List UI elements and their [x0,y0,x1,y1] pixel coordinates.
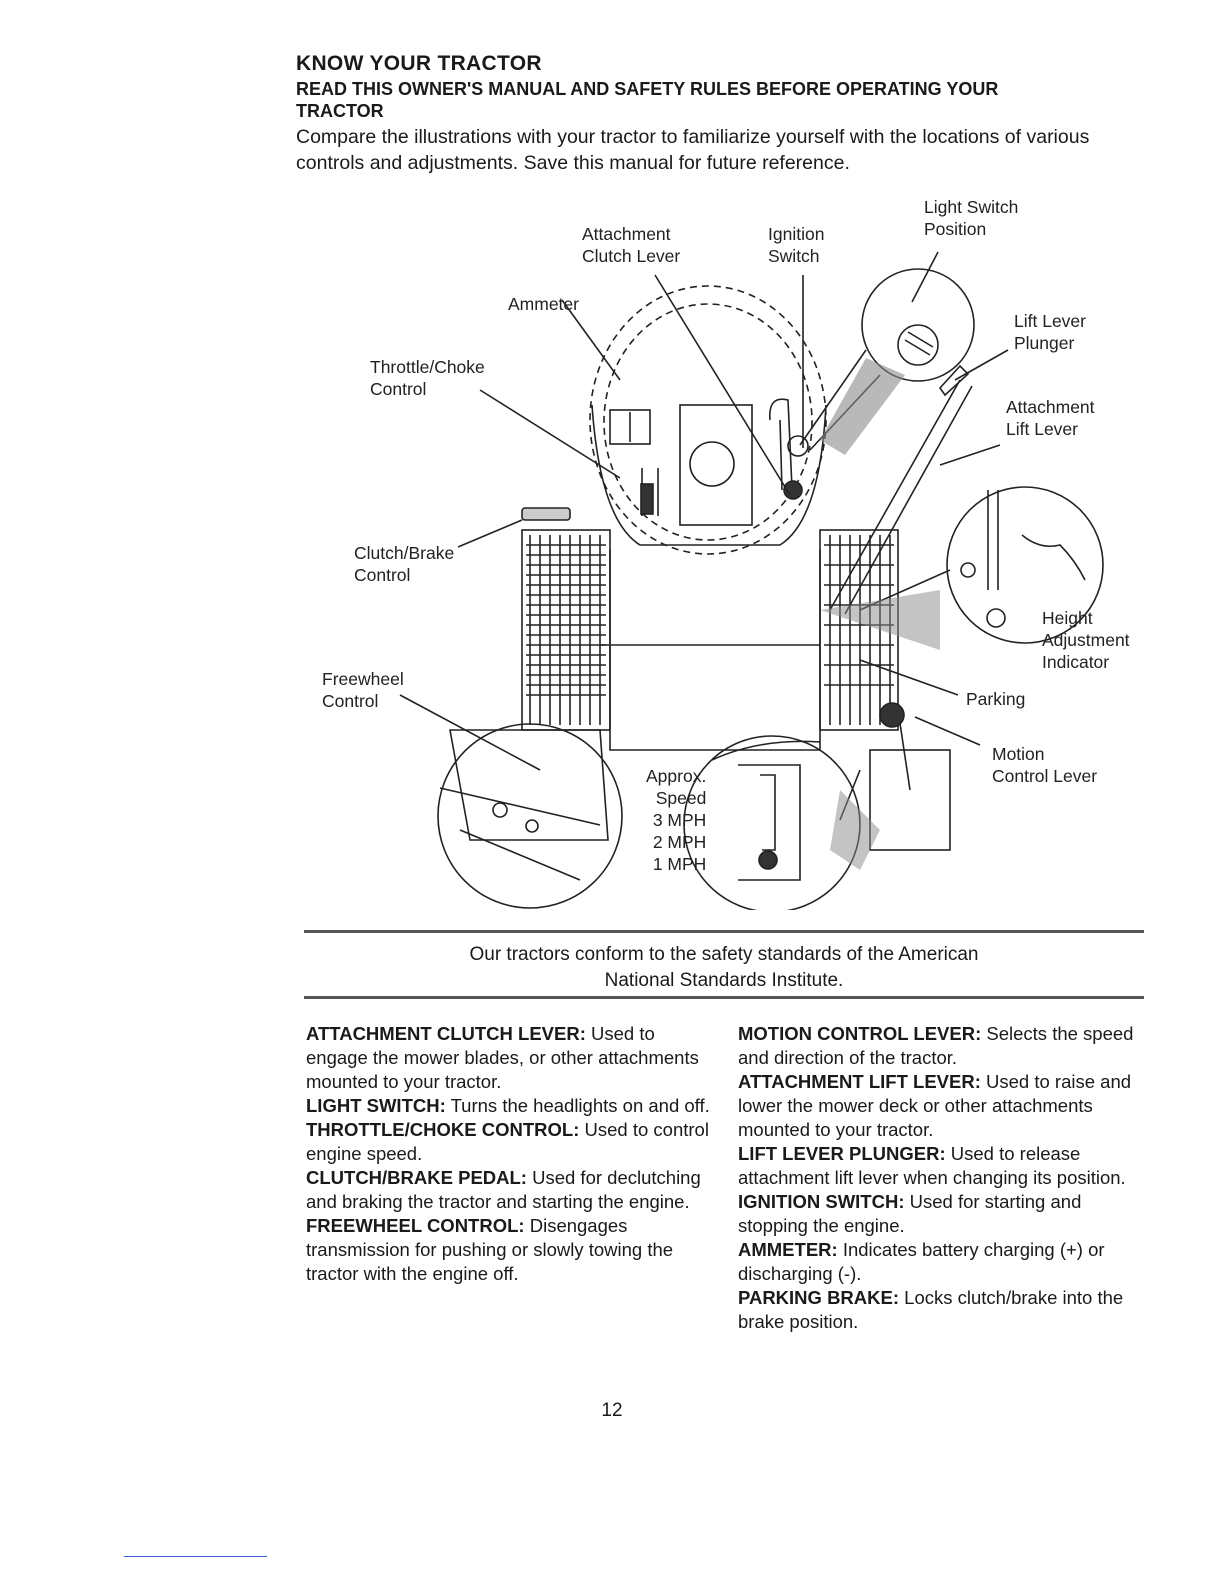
page-number: 12 [601,1400,623,1421]
label-ignition: Ignition Switch [768,224,825,266]
definition-item: IGNITION SWITCH: Used for starting and s… [738,1190,1148,1238]
footer-line [124,1556,267,1557]
definition-item: ATTACHMENT LIFT LEVER: Used to raise and… [738,1070,1148,1142]
definition-text: Indicates battery charging (+) or discha… [738,1239,1105,1284]
definition-term: MOTION CONTROL LEVER: [738,1023,982,1044]
label-clutch-brake: Clutch/Brake Control [354,543,455,585]
label-attachment-lift: Attachment Lift Lever [1006,397,1095,439]
tractor-controls-diagram [399,251,1104,910]
definition-term: CLUTCH/BRAKE PEDAL: [306,1167,527,1188]
definitions-left: ATTACHMENT CLUTCH LEVER: Used to engage … [306,1022,716,1286]
definition-text: Used for starting and stopping the engin… [738,1191,1082,1236]
definitions-right: MOTION CONTROL LEVER: Selects the speed … [738,1022,1148,1334]
label-lift-plunger: Lift Lever Plunger [1014,311,1086,353]
label-ammeter: Ammeter [508,294,579,314]
definition-text: Used to raise and lower the mower deck o… [738,1071,1132,1140]
definition-item: THROTTLE/CHOKE CONTROL: Used to control … [306,1118,716,1166]
page-title: KNOW YOUR TRACTOR [296,52,542,75]
definition-term: ATTACHMENT LIFT LEVER: [738,1071,981,1092]
definition-term: LIFT LEVER PLUNGER: [738,1143,946,1164]
safety-subtitle: READ THIS OWNER'S MANUAL AND SAFETY RULE… [296,79,999,121]
definition-text: Used to engage the mower blades, or othe… [306,1023,699,1092]
label-speed: Approx. Speed 3 MPH 2 MPH 1 MPH [646,766,707,874]
definition-text: Turns the headlights on and off. [445,1095,710,1116]
intro-paragraph: Compare the illustrations with your trac… [296,126,1090,174]
label-height-indicator: Height Adjustment Indicator [1042,608,1130,672]
definition-item: LIGHT SWITCH: Turns the headlights on an… [306,1094,716,1118]
label-freewheel: Freewheel Control [322,669,404,711]
bottom-rule [304,996,1144,999]
definition-item: MOTION CONTROL LEVER: Selects the speed … [738,1022,1148,1070]
label-light-switch: Light Switch Position [924,197,1019,239]
definition-item: PARKING BRAKE: Locks clutch/brake into t… [738,1286,1148,1334]
label-throttle: Throttle/Choke Control [370,357,485,399]
definition-term: THROTTLE/CHOKE CONTROL: [306,1119,580,1140]
top-rule [304,930,1144,933]
definition-item: FREEWHEEL CONTROL: Disengages transmissi… [306,1214,716,1286]
definition-term: IGNITION SWITCH: [738,1191,905,1212]
definition-text: Used to release attachment lift lever wh… [738,1143,1126,1188]
label-attachment-clutch: Attachment Clutch Lever [582,224,681,266]
label-parking: Parking [966,689,1026,709]
definition-term: AMMETER: [738,1239,838,1260]
definition-item: AMMETER: Indicates battery charging (+) … [738,1238,1148,1286]
definition-item: ATTACHMENT CLUTCH LEVER: Used to engage … [306,1022,716,1094]
definition-item: CLUTCH/BRAKE PEDAL: Used for declutching… [306,1166,716,1214]
definition-item: LIFT LEVER PLUNGER: Used to release atta… [738,1142,1148,1190]
definition-text: Selects the speed and direction of the t… [738,1023,1134,1068]
definition-term: FREEWHEEL CONTROL: [306,1215,525,1236]
standards-note: Our tractors conform to the safety stand… [469,944,979,991]
definition-term: ATTACHMENT CLUTCH LEVER: [306,1023,586,1044]
definition-term: LIGHT SWITCH: [306,1095,446,1116]
definition-text: Used for declutching and braking the tra… [306,1167,701,1212]
definition-text: Disengages transmission for pushing or s… [306,1215,674,1284]
definition-text: Locks clutch/brake into the brake positi… [738,1287,1124,1332]
label-motion-control: Motion Control Lever [992,744,1098,786]
definition-term: PARKING BRAKE: [738,1287,900,1308]
definition-text: Used to control engine speed. [306,1119,709,1164]
